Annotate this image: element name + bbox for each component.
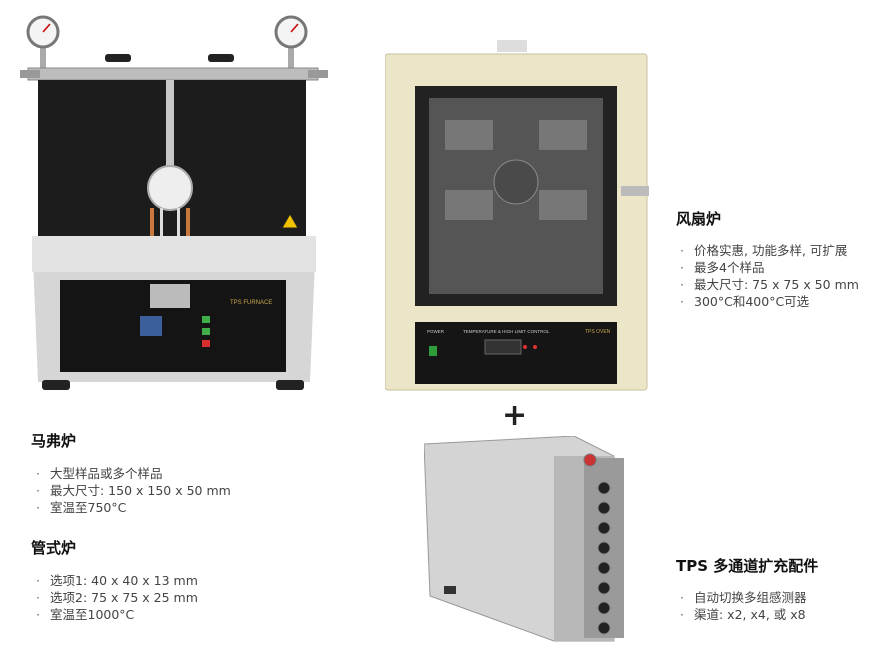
plus-sign: + [502, 398, 528, 433]
list-item: 渠道: x2, x4, 或 x8 [678, 606, 807, 623]
list-item: 最大尺寸: 150 x 150 x 50 mm [34, 482, 231, 499]
list-item: 选项2: 75 x 75 x 25 mm [34, 589, 198, 606]
list-item: 大型样品或多个样品 [34, 465, 231, 482]
list-item: 300°C和400°C可选 [678, 293, 859, 310]
pressure-gauge-right-icon [274, 15, 308, 68]
muffle-panel-label: TPS FURNACE [230, 300, 272, 306]
fan-power-label: POWER [427, 329, 445, 334]
list-item: 室温至1000°C [34, 606, 198, 623]
list-item: 室温至750°C [34, 499, 231, 516]
fan-panel-label: TEMPERATURE & HIGH LIMIT CONTROL [463, 329, 550, 334]
list-item: 最大尺寸: 75 x 75 x 50 mm [678, 276, 859, 293]
muffle-bullet-list: 大型样品或多个样品 最大尺寸: 150 x 150 x 50 mm 室温至750… [34, 465, 231, 516]
fan-title: 风扇炉 [676, 210, 722, 228]
tube-title: 管式炉 [31, 539, 77, 557]
fan-bullet-list: 价格实惠, 功能多样, 可扩展 最多4个样品 最大尺寸: 75 x 75 x 5… [678, 242, 859, 310]
fan-oven-image: TEMPERATURE & HIGH LIMIT CONTROL TPS OVE… [385, 40, 649, 391]
list-item: 自动切换多组感测器 [678, 589, 807, 606]
tps-title: TPS 多通道扩充配件 [676, 557, 819, 575]
muffle-furnace-image: TPS FURNACE [20, 15, 328, 390]
tps-multichannel-image [424, 436, 624, 642]
list-item: 最多4个样品 [678, 259, 859, 276]
tps-bullet-list: 自动切换多组感测器 渠道: x2, x4, 或 x8 [678, 589, 807, 623]
pressure-gauge-left-icon [26, 15, 60, 68]
list-item: 选项1: 40 x 40 x 13 mm [34, 572, 198, 589]
muffle-title: 马弗炉 [31, 432, 77, 450]
list-item: 价格实惠, 功能多样, 可扩展 [678, 242, 859, 259]
tube-bullet-list: 选项1: 40 x 40 x 13 mm 选项2: 75 x 75 x 25 m… [34, 572, 198, 623]
fan-panel-brand: TPS OVEN [585, 329, 611, 335]
